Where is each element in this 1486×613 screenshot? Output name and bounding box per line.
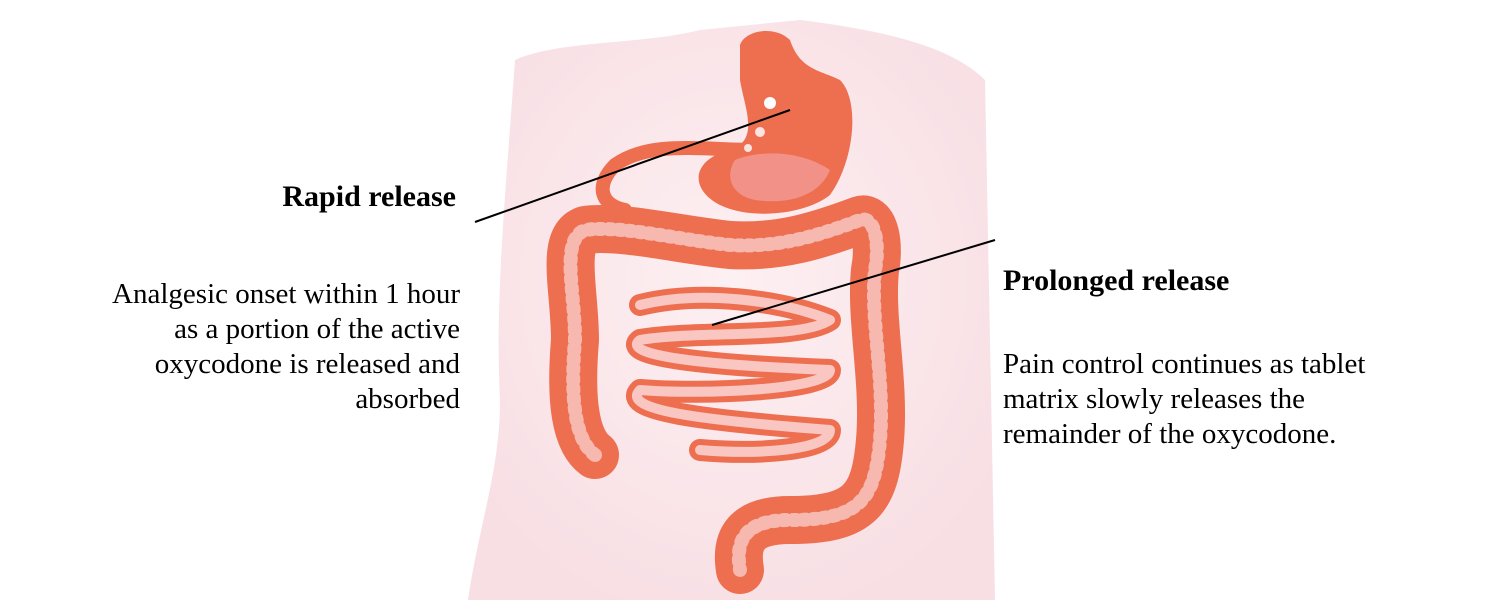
rapid-release-line: Analgesic onset within 1 hour [0,277,460,312]
rapid-release-line: oxycodone is released and [0,347,460,382]
prolonged-release-heading: Prolonged release [1003,264,1229,298]
prolonged-release-line: matrix slowly releases the [1003,382,1483,417]
prolonged-release-description: Pain control continues as tablet matrix … [1003,347,1483,452]
rapid-release-line: as a portion of the active [0,312,460,347]
prolonged-release-line: remainder of the oxycodone. [1003,417,1483,452]
rapid-release-line: absorbed [0,382,460,417]
rapid-release-heading: Rapid release [282,180,456,214]
rapid-release-description: Analgesic onset within 1 hour as a porti… [0,277,460,417]
torso-silhouette [468,20,995,600]
prolonged-release-line: Pain control continues as tablet [1003,347,1483,382]
